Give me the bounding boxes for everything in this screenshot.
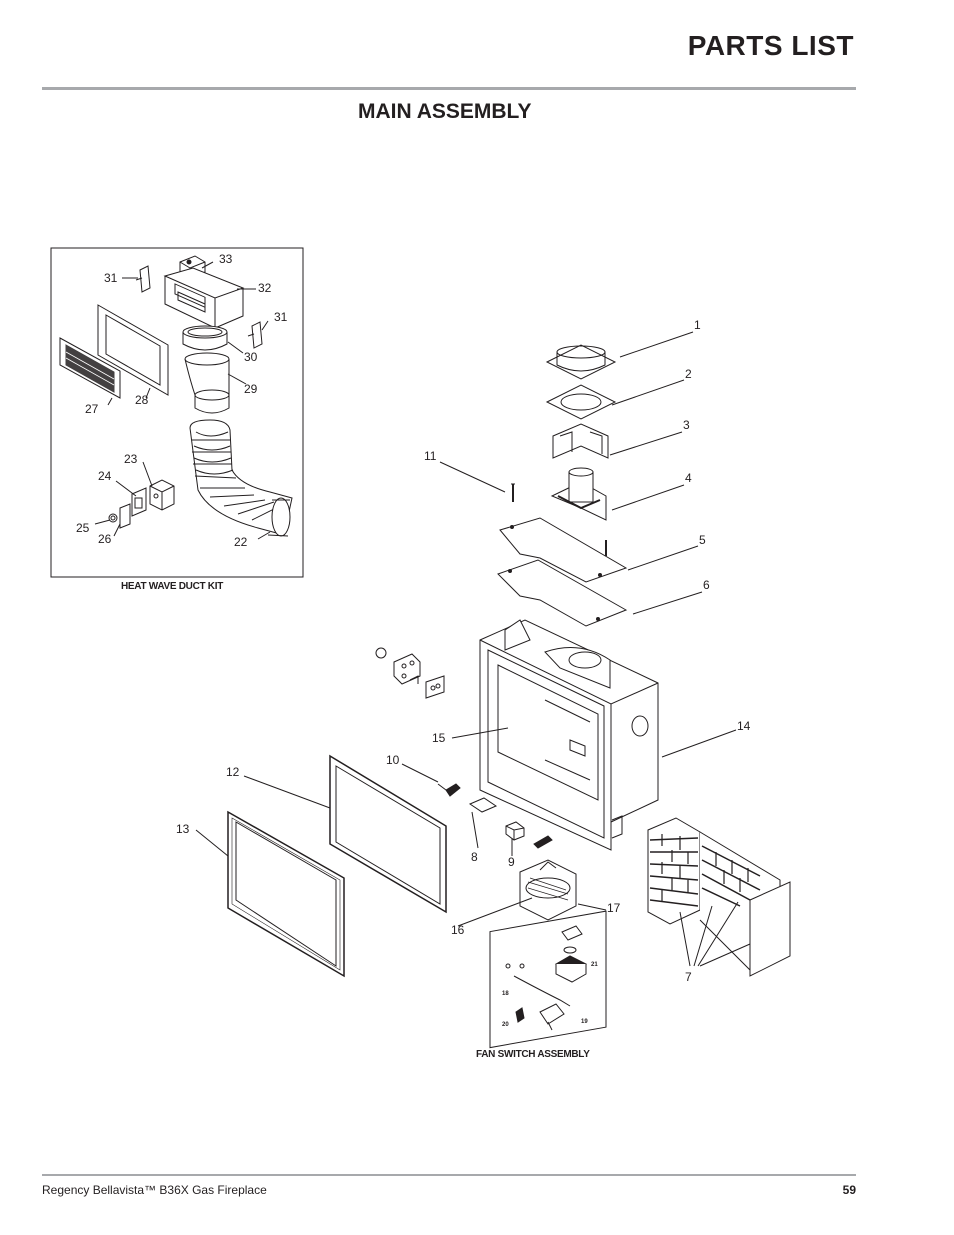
part-7-brick-panels [647, 817, 791, 977]
callout-16: 16 [451, 923, 465, 937]
callout-4: 4 [685, 471, 692, 485]
callout-6: 6 [703, 578, 710, 592]
callout-3: 3 [683, 418, 690, 432]
callout-12: 12 [226, 765, 240, 779]
callout-19: 19 [581, 1019, 588, 1025]
part-4-flue-adaptor [550, 467, 607, 521]
part-3-restrictor-frame [552, 423, 609, 459]
callout-25: 25 [76, 521, 90, 535]
callout-29: 29 [244, 382, 258, 396]
callout-10: 10 [386, 753, 400, 767]
part-10-igniter [437, 783, 461, 797]
part-8-bracket [468, 797, 498, 813]
footer-page-number: 59 [842, 1183, 856, 1197]
callout-33: 33 [219, 252, 233, 266]
part-27-grille [59, 337, 121, 399]
callout-31-right: 31 [274, 310, 288, 324]
part-12-glass-assembly [329, 754, 447, 914]
callout-13: 13 [176, 822, 190, 836]
callout-22: 22 [234, 535, 248, 549]
callout-28: 28 [135, 393, 149, 407]
part-29-transition [184, 352, 230, 414]
callout-21: 21 [591, 962, 598, 968]
footer-divider [42, 1174, 856, 1176]
callout-27: 27 [85, 402, 99, 416]
callout-24: 24 [98, 469, 112, 483]
part-26-plate [119, 503, 131, 529]
part-23-electrical-box [149, 479, 175, 511]
part-11-screw [511, 483, 515, 502]
callout-18: 18 [502, 991, 509, 997]
callout-32: 32 [258, 281, 272, 295]
callout-9: 9 [508, 855, 515, 869]
part-24-receptacle [131, 487, 147, 517]
header-divider [42, 87, 856, 90]
footer-product-name: Regency Bellavista™ B36X Gas Fireplace [42, 1183, 267, 1197]
part-9-switch [505, 821, 525, 841]
callout-23: 23 [124, 452, 138, 466]
part-13-front-frame [227, 810, 345, 978]
part-31-bracket-left [135, 265, 151, 293]
duct-kit-caption: HEAT WAVE DUCT KIT [121, 581, 223, 592]
page-title: PARTS LIST [687, 30, 854, 61]
callout-2: 2 [685, 367, 692, 381]
part-16-blower [519, 859, 577, 921]
part-32-duct-box [163, 267, 245, 329]
callout-30: 30 [244, 350, 258, 364]
part-5-top-insulation [499, 517, 628, 583]
part-thermodisc [533, 835, 553, 849]
part-14-outer-casing [479, 619, 659, 851]
part-22-flex-duct [189, 419, 293, 537]
callout-14: 14 [737, 719, 751, 733]
fan-switch-parts [505, 925, 588, 1031]
callout-11: 11 [424, 449, 437, 463]
fan-switch-inset-frame [489, 910, 607, 1049]
part-2-gasket [545, 384, 617, 420]
callout-8: 8 [471, 850, 478, 864]
part-31-bracket-right [247, 321, 263, 349]
callout-26: 26 [98, 532, 112, 546]
part-6-top-shield [497, 559, 628, 627]
part-28-grille-frame [97, 304, 169, 396]
fan-switch-caption: FAN SWITCH ASSEMBLY [476, 1049, 590, 1060]
duct-kit-inset-frame [50, 247, 304, 578]
callout-17: 17 [607, 901, 621, 915]
callout-31-left: 31 [104, 271, 118, 285]
part-30-oval-collar [182, 325, 228, 351]
part-control-components [375, 647, 445, 699]
callout-7: 7 [685, 970, 692, 984]
callout-20: 20 [502, 1022, 509, 1028]
callout-15: 15 [432, 731, 446, 745]
part-1-flue-collar [545, 344, 617, 380]
section-title: MAIN ASSEMBLY [358, 100, 532, 123]
part-25-bushing [108, 513, 118, 523]
callout-5: 5 [699, 533, 706, 547]
callout-1: 1 [694, 318, 701, 332]
